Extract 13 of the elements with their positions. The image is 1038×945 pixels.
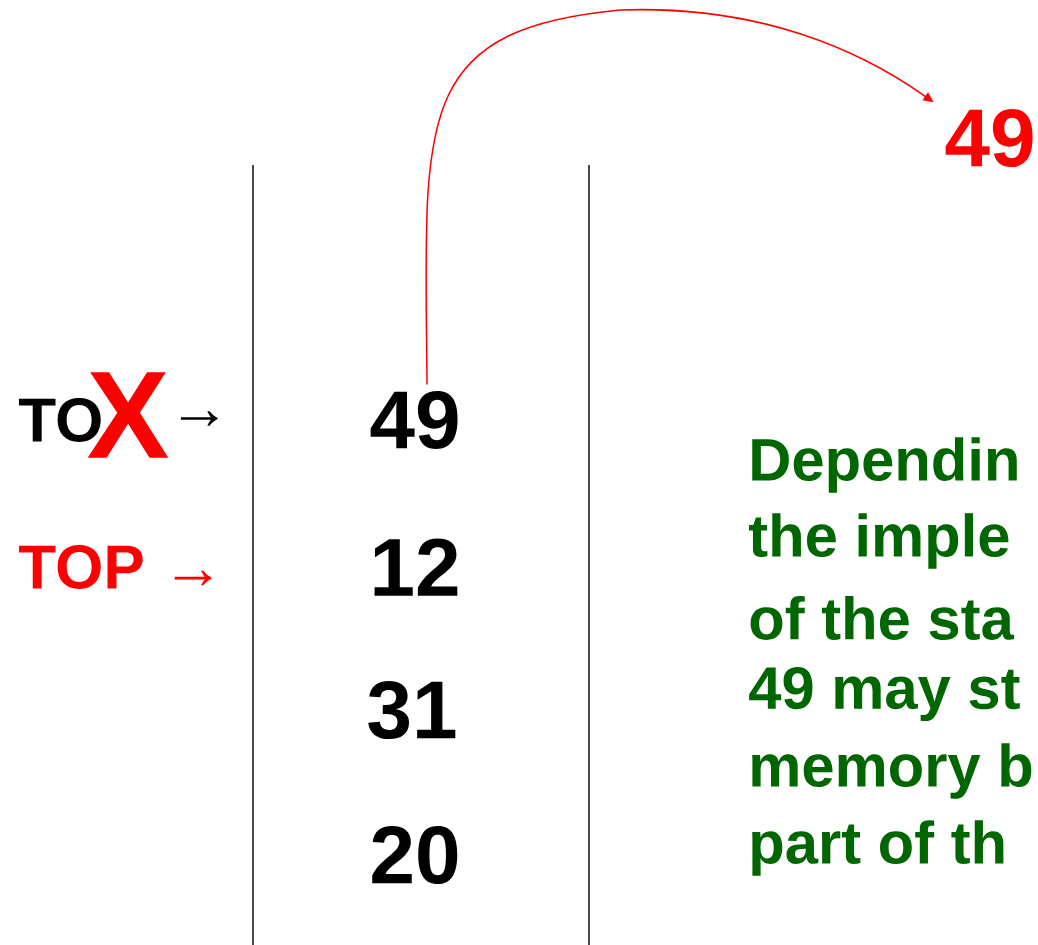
stack-value: 12 [374, 538, 458, 596]
note-text: the imple [749, 513, 1009, 569]
note-text: of the sta [750, 596, 1015, 640]
stack-value: 20 [372, 826, 458, 885]
note-text: part of th [752, 820, 1004, 876]
note-text: memory b [752, 743, 1032, 799]
pointer-label: TOP → [18, 545, 212, 589]
stack-value: 31 [368, 680, 456, 740]
note-text: 49 may st [749, 666, 1020, 722]
stack-value: 49 [370, 391, 458, 450]
note-text: Dependin [752, 437, 1017, 493]
popped-value: 49 [945, 109, 1033, 168]
pointer-arrow: → [180, 411, 218, 426]
